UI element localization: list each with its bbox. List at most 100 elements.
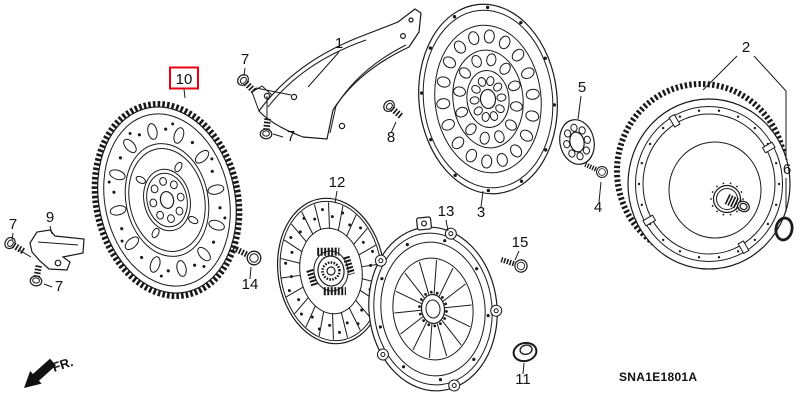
bolt-4[interactable] — [583, 160, 609, 180]
converter-rivet — [661, 238, 665, 242]
rim-dot — [223, 216, 227, 220]
finger-slot — [438, 322, 442, 326]
bolt-hole — [149, 198, 158, 208]
damper-spring — [317, 247, 340, 256]
callout-4[interactable]: 4 — [594, 199, 602, 216]
rim-dot — [159, 274, 163, 278]
plate-hole — [509, 101, 523, 112]
callout-11[interactable]: 11 — [515, 371, 531, 388]
plate-hole — [525, 88, 540, 100]
part-bracket[interactable] — [29, 229, 85, 271]
plate-hole — [436, 98, 451, 110]
callout-3[interactable]: 3 — [477, 204, 485, 221]
callout-7d[interactable]: 7 — [55, 278, 63, 295]
callout-12[interactable]: 12 — [329, 174, 346, 191]
callout-1[interactable]: 1 — [335, 35, 343, 52]
rim-hole — [429, 137, 433, 142]
callout-9[interactable]: 9 — [46, 209, 54, 226]
callout-14[interactable]: 14 — [242, 276, 259, 293]
callout-2[interactable]: 2 — [742, 39, 750, 56]
rivet — [369, 263, 373, 267]
callout-5[interactable]: 5 — [578, 79, 586, 96]
friction-segment — [318, 311, 325, 337]
bolt-7a[interactable] — [236, 73, 260, 97]
diagram-code: SNA1E1801A — [619, 370, 697, 384]
converter-rivet — [678, 115, 682, 118]
plate-hole — [494, 130, 505, 143]
cover-rivet — [472, 357, 476, 361]
bolt-7c[interactable] — [3, 236, 28, 257]
converter-rivet — [717, 256, 721, 259]
hub-dot — [716, 210, 718, 213]
rivet — [299, 312, 303, 316]
converter-rivet — [774, 203, 778, 207]
callout-7b[interactable]: 7 — [287, 128, 295, 145]
rim-hole — [453, 173, 457, 178]
fr-direction-indicator: FR. — [24, 354, 75, 388]
flywheel-dot — [140, 255, 144, 260]
friction-segment — [280, 257, 300, 264]
plate-hole — [465, 123, 477, 136]
rivet — [328, 323, 332, 327]
rivet — [345, 321, 349, 325]
bolt-8[interactable] — [382, 98, 406, 121]
diaphragm-finger — [400, 316, 424, 335]
rim-hole — [419, 91, 424, 95]
callout-13[interactable]: 13 — [438, 203, 455, 220]
plate-hole — [519, 129, 534, 142]
converter-rivet — [661, 126, 665, 130]
hub-hole — [477, 77, 487, 87]
part-o-ring[interactable] — [774, 216, 794, 242]
plate-hole — [483, 29, 495, 44]
rivet — [371, 249, 375, 253]
callout-6[interactable]: 6 — [783, 161, 791, 178]
balance-hole — [151, 227, 160, 239]
bolt-14[interactable] — [230, 242, 263, 267]
converter-lug — [761, 141, 776, 154]
finger-slot — [420, 298, 423, 301]
rivet — [360, 308, 364, 312]
part-washer-plate[interactable] — [556, 116, 599, 167]
plate-hole — [453, 40, 466, 54]
part-pressure-plate[interactable] — [360, 210, 510, 399]
flywheel-hole — [208, 219, 225, 231]
part-drive-plate[interactable] — [409, 0, 566, 201]
converter-rivet — [640, 161, 644, 165]
bolt-15[interactable] — [499, 254, 528, 274]
rim-hole — [452, 15, 457, 19]
callout-7c[interactable]: 7 — [9, 216, 17, 233]
part-clutch-disc[interactable] — [268, 191, 393, 350]
leader-lines — [11, 51, 787, 375]
bolt-hole — [175, 206, 184, 216]
part-converter-cover[interactable] — [251, 8, 422, 140]
bolt-hole — [167, 214, 175, 223]
rivet — [302, 216, 306, 220]
callout-8[interactable]: 8 — [387, 129, 395, 146]
rim-hole — [543, 148, 548, 152]
plate-hole — [465, 148, 478, 163]
converter-rivet — [736, 115, 740, 118]
friction-segment — [346, 214, 357, 237]
plate-hole — [459, 67, 471, 79]
finger-slot — [429, 290, 433, 294]
rim-dot — [120, 239, 124, 243]
flywheel-dot — [164, 127, 168, 131]
bolt-7d[interactable] — [29, 263, 44, 286]
rim-hole — [486, 188, 491, 193]
rivet — [320, 208, 324, 212]
cover-rivet — [380, 277, 384, 281]
callout-10[interactable]: 10 — [176, 71, 193, 88]
part-flywheel[interactable] — [77, 90, 256, 309]
callout-15[interactable]: 15 — [512, 234, 529, 251]
cover-rivet — [475, 267, 479, 271]
plate-hole — [471, 55, 482, 68]
finger-slot — [441, 295, 444, 299]
part-torque-converter[interactable] — [614, 81, 791, 270]
balance-hole — [135, 175, 146, 184]
friction-segment — [290, 223, 307, 243]
callout-7a[interactable]: 7 — [241, 51, 249, 68]
plate-hole — [510, 144, 523, 158]
washer-hole — [576, 152, 584, 161]
finger-slot — [443, 317, 446, 320]
part-bushing[interactable] — [512, 341, 538, 363]
